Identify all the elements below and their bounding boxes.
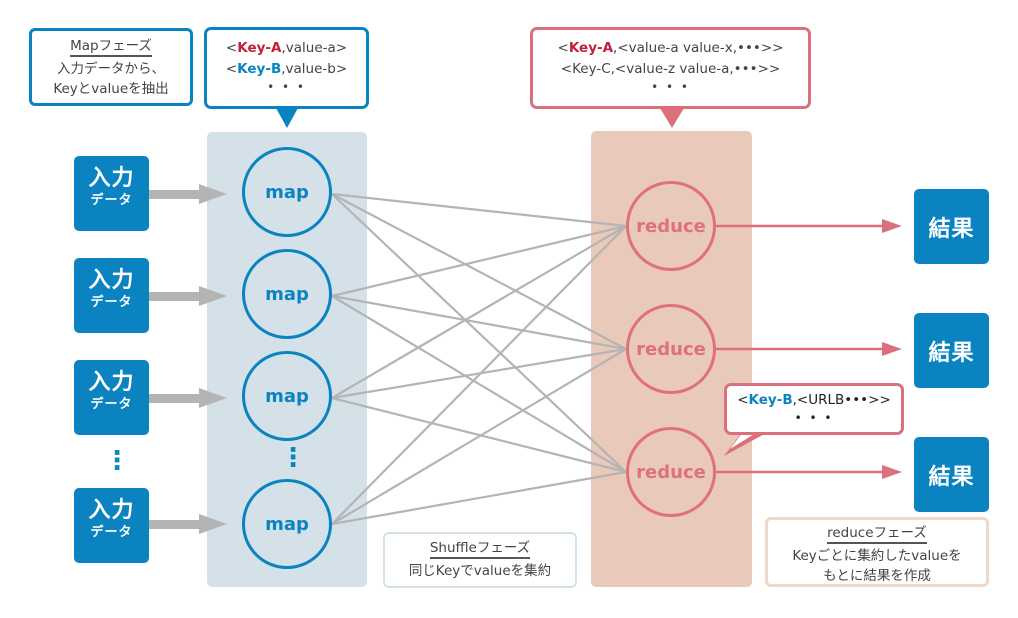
shuffle-line-4-3 <box>331 470 627 526</box>
shuffle-line-3-1 <box>331 225 627 399</box>
map-node-2: map <box>242 249 332 339</box>
shuffle-lines <box>331 192 627 526</box>
reduce-callout-row-2: <Key-C,<value-z value-a,•••>> <box>560 61 781 77</box>
reduce-phase-note: reduceフェーズ Keyごとに集約したvalueを もとに結果を作成 <box>765 517 989 587</box>
reduce-callout-pointer <box>660 108 684 128</box>
output-arrow-head-3 <box>882 465 902 479</box>
map-phase-desc-line2: Keyとvalueを抽出 <box>53 81 169 97</box>
map-phase-note: Mapフェーズ 入力データから、 Keyとvalueを抽出 <box>29 28 193 106</box>
shuffle-line-4-1 <box>331 225 627 525</box>
map-node-1: map <box>242 147 332 237</box>
shuffle-line-1-2 <box>331 193 627 350</box>
reduce-node-2: reduce <box>626 304 716 394</box>
reduce3-callout-ellipsis: • • • <box>794 411 834 425</box>
input-data-box-3: 入力データ <box>74 360 149 435</box>
reduce3-callout-pointer <box>724 432 768 456</box>
map-phase-desc-line1: 入力データから、 <box>57 61 165 77</box>
map-vertical-ellipsis: ⋮ <box>280 443 306 473</box>
shuffle-line-1-1 <box>331 192 627 228</box>
input-data-box-4: 入力データ <box>74 488 149 563</box>
map-output-callout: <Key-A,value-a> <Key-B,value-b> • • • <box>204 27 369 109</box>
input-arrow-head-4 <box>199 514 227 534</box>
result-box-1: 結果 <box>914 189 989 264</box>
map-callout-row-2: <Key-B,value-b> <box>225 61 348 77</box>
shuffle-phase-note: Shuffleフェーズ 同じKeyでvalueを集約 <box>383 532 577 588</box>
map-phase-title: Mapフェーズ <box>70 37 152 57</box>
map-callout-ellipsis: • • • <box>267 80 306 94</box>
reduce-node-3: reduce <box>626 427 716 517</box>
reduce-phase-desc-line1: Keyごとに集約したvalueを <box>792 548 962 564</box>
output-arrow-head-1 <box>882 219 902 233</box>
reduce-phase-desc-line2: もとに結果を作成 <box>823 568 931 584</box>
map-node-3: map <box>242 351 332 441</box>
input-arrow-shaft-4 <box>149 520 201 529</box>
input-arrow-head-3 <box>199 388 227 408</box>
shuffle-phase-desc: 同じKeyでvalueを集約 <box>408 563 552 579</box>
map-node-4: map <box>242 479 332 569</box>
reduce3-callout-row-1: <Key-B,<URLB•••>> <box>737 392 891 408</box>
input-arrows <box>149 184 227 534</box>
reduce-input-callout: <Key-A,<value-a value-x,•••>> <Key-C,<va… <box>530 27 811 109</box>
shuffle-line-1-3 <box>331 193 627 473</box>
shuffle-line-4-2 <box>331 348 627 525</box>
reduce3-input-callout: <Key-B,<URLB•••>> • • • <box>724 383 904 435</box>
reduce-callout-row-1: <Key-A,<value-a value-x,•••>> <box>557 40 784 56</box>
output-arrows <box>716 219 902 479</box>
map-callout-pointer <box>276 108 298 128</box>
shuffle-line-3-3 <box>331 396 627 474</box>
input-arrow-shaft-1 <box>149 190 201 199</box>
shuffle-line-2-1 <box>331 224 627 298</box>
reduce-callout-ellipsis: • • • <box>651 80 690 94</box>
output-arrow-head-2 <box>882 342 902 356</box>
reduce-phase-title: reduceフェーズ <box>827 524 927 544</box>
input-arrow-head-2 <box>199 286 227 306</box>
input-arrow-head-1 <box>199 184 227 204</box>
result-box-3: 結果 <box>914 437 989 512</box>
input-arrow-shaft-3 <box>149 394 201 403</box>
input-data-box-1: 入力データ <box>74 156 149 231</box>
input-vertical-ellipsis: ⋮ <box>104 446 130 476</box>
result-box-2: 結果 <box>914 313 989 388</box>
map-callout-row-1: <Key-A,value-a> <box>225 40 348 56</box>
reduce-node-1: reduce <box>626 181 716 271</box>
input-data-box-2: 入力データ <box>74 258 149 333</box>
shuffle-line-2-2 <box>331 294 627 351</box>
shuffle-line-2-3 <box>331 295 627 473</box>
input-arrow-shaft-2 <box>149 292 201 301</box>
shuffle-phase-title: Shuffleフェーズ <box>429 539 531 559</box>
